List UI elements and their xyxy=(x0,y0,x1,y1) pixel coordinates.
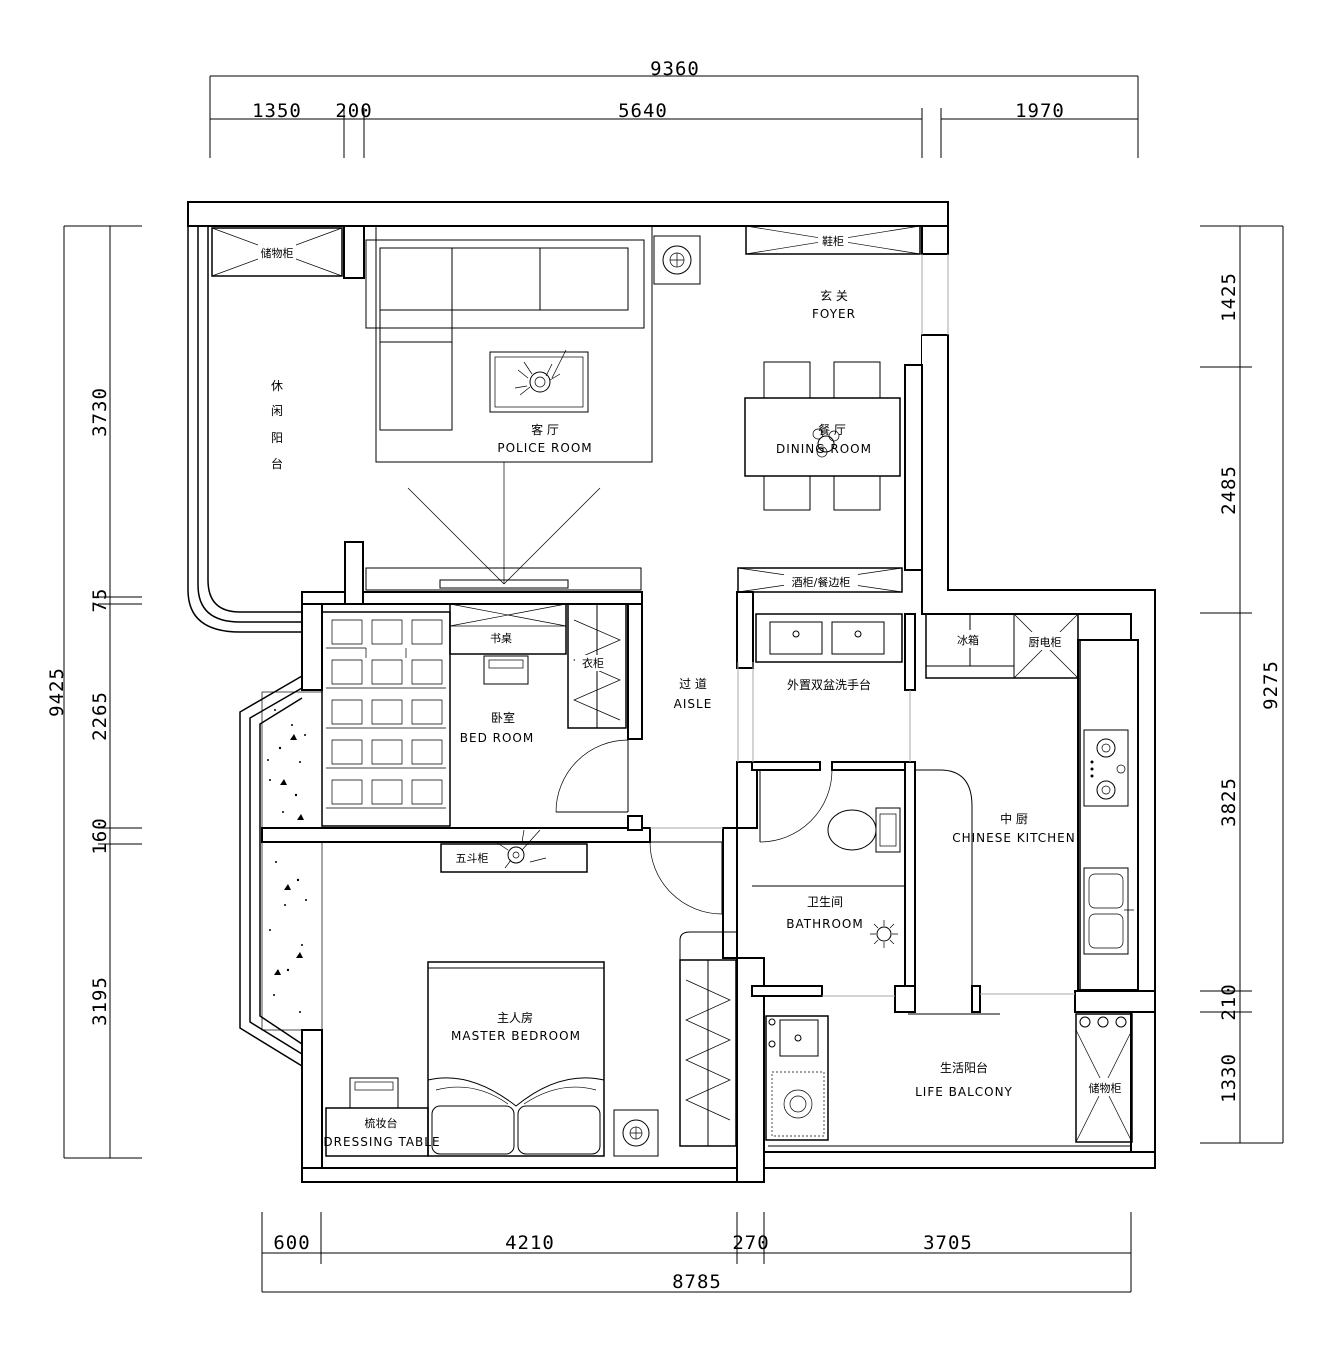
dining-en: DINING ROOM xyxy=(776,442,872,456)
aisle-en: AISLE xyxy=(674,697,713,711)
dim-right-5: 1330 xyxy=(1218,1053,1240,1103)
life-balcony-cn: 生活阳台 xyxy=(940,1060,988,1075)
leisure-balcony-2: 闲 xyxy=(271,404,283,418)
double-bed xyxy=(427,961,605,1157)
bedroom-cn: 卧室 xyxy=(491,710,515,725)
shower xyxy=(752,885,905,948)
living-room-area xyxy=(375,225,653,463)
tv-wall xyxy=(365,462,642,591)
chest-drawers-label: 五斗柜 xyxy=(456,852,489,865)
wardrobe-label: 衣柜 xyxy=(582,656,604,670)
sofa xyxy=(365,239,645,431)
leisure-balcony-1: 休 xyxy=(271,379,283,393)
double-basin xyxy=(755,613,903,663)
dimension-top: 9360 1350 200 5640 1970 xyxy=(209,58,1139,158)
shoe-cabinet: 鞋柜 xyxy=(745,225,921,255)
bath-cn: 卫生间 xyxy=(807,895,843,909)
storage-cabinet-right-label: 储物柜 xyxy=(1089,1081,1122,1095)
dimension-bottom: 600 4210 270 3705 8785 xyxy=(261,1212,1132,1293)
nightstand-lamp xyxy=(613,1109,659,1157)
aisle-cn: 过 道 xyxy=(679,677,707,691)
kitchen-counter-right xyxy=(1079,639,1139,991)
master-cn: 主人房 xyxy=(497,1010,533,1025)
bath-en: BATHROOM xyxy=(786,917,863,931)
dining-table xyxy=(744,361,901,511)
leisure-balcony-4: 台 xyxy=(271,456,283,471)
storage-cabinet-left: 储物柜 xyxy=(211,227,343,277)
wine-sideboard-label: 酒柜/餐边柜 xyxy=(792,575,851,589)
dim-right-1: 1425 xyxy=(1218,272,1240,322)
dim-right-2: 2485 xyxy=(1218,465,1240,515)
living-room-cn: 客 厅 xyxy=(531,422,559,437)
kitchen-appliance-label: 厨电柜 xyxy=(1029,636,1062,649)
walls xyxy=(187,201,1156,1183)
dim-bottom-1: 600 xyxy=(273,1232,310,1254)
desk: 书桌 xyxy=(449,603,567,685)
kitchen-en: CHINESE KITCHEN xyxy=(952,831,1076,845)
shoe-cabinet-label: 鞋柜 xyxy=(822,234,844,248)
room-labels: 客 厅 POLICE ROOM 玄 关 FOYER 餐 厅 DINING ROO… xyxy=(271,288,1076,1099)
dimension-left: 9425 3730 75 2265 160 3195 xyxy=(46,225,142,1159)
master-door xyxy=(649,841,723,915)
dim-top-3: 5640 xyxy=(618,100,668,122)
kitchen-sliding-door xyxy=(914,769,973,986)
dim-top-4: 1970 xyxy=(1015,100,1065,122)
wardrobe-bedroom: 衣柜 xyxy=(567,603,627,729)
bedroom-en: BED ROOM xyxy=(460,731,534,745)
dim-right-3: 3825 xyxy=(1218,777,1240,827)
fridge-label: 冰箱 xyxy=(957,633,979,647)
dim-left-1: 3730 xyxy=(89,387,111,437)
dressing-table-en: DRESSING TABLE xyxy=(323,1135,440,1149)
floor-lamp xyxy=(653,235,701,285)
dim-top-total: 9360 xyxy=(650,58,700,80)
dressing-table: 梳妆台 DRESSING TABLE xyxy=(323,1077,440,1157)
storage-cabinet-right: 储物柜 xyxy=(1075,1013,1133,1143)
dim-left-2: 75 xyxy=(89,588,111,613)
dim-left-3: 2265 xyxy=(89,691,111,741)
bedroom-door xyxy=(555,739,629,813)
dim-left-4: 160 xyxy=(89,817,111,854)
wine-sideboard: 酒柜/餐边柜 xyxy=(737,567,903,593)
coffee-table xyxy=(489,349,589,413)
storage-cabinet-left-label: 储物柜 xyxy=(261,246,294,260)
foyer-en: FOYER xyxy=(812,307,856,321)
dim-bottom-total: 8785 xyxy=(672,1271,722,1293)
dim-bottom-3: 270 xyxy=(732,1232,769,1254)
leisure-balcony-rail xyxy=(187,226,323,1067)
dim-bottom-2: 4210 xyxy=(505,1232,555,1254)
kitchen-cn: 中 厨 xyxy=(1000,811,1028,826)
dim-top-1: 1350 xyxy=(252,100,302,122)
bed-tatami xyxy=(321,611,451,827)
double-basin-label: 外置双盆洗手台 xyxy=(787,677,871,692)
washing-area xyxy=(765,1015,829,1141)
foyer-cn: 玄 关 xyxy=(820,288,848,303)
balcony-glass xyxy=(768,993,1131,1147)
dim-right-4: 210 xyxy=(1218,983,1240,1020)
dim-top-2: 200 xyxy=(335,100,372,122)
life-balcony-en: LIFE BALCONY xyxy=(915,1085,1013,1099)
dim-left-5: 3195 xyxy=(89,976,111,1026)
living-room-en: POLICE ROOM xyxy=(497,441,592,455)
kitchen-counter-top: 冰箱 厨电柜 xyxy=(925,613,1079,679)
dining-cn: 餐 厅 xyxy=(818,422,846,437)
chest-of-drawers: 五斗柜 xyxy=(440,829,588,873)
planter-texture xyxy=(267,709,307,1013)
toilet xyxy=(827,807,901,853)
dimension-right: 9275 1425 2485 3825 210 1330 xyxy=(1200,225,1284,1144)
desk-label: 书桌 xyxy=(490,632,512,645)
entry-door xyxy=(921,254,949,335)
master-en: MASTER BEDROOM xyxy=(451,1029,581,1043)
dressing-table-cn: 梳妆台 xyxy=(365,1116,398,1130)
dim-right-total: 9275 xyxy=(1260,660,1282,710)
wardrobe-master xyxy=(679,931,737,1147)
aisle-lines xyxy=(650,662,911,829)
dim-left-total: 9425 xyxy=(46,667,68,717)
dim-bottom-4: 3705 xyxy=(923,1232,973,1254)
leisure-balcony-3: 阳 xyxy=(271,431,283,445)
bathroom-door xyxy=(759,769,833,843)
